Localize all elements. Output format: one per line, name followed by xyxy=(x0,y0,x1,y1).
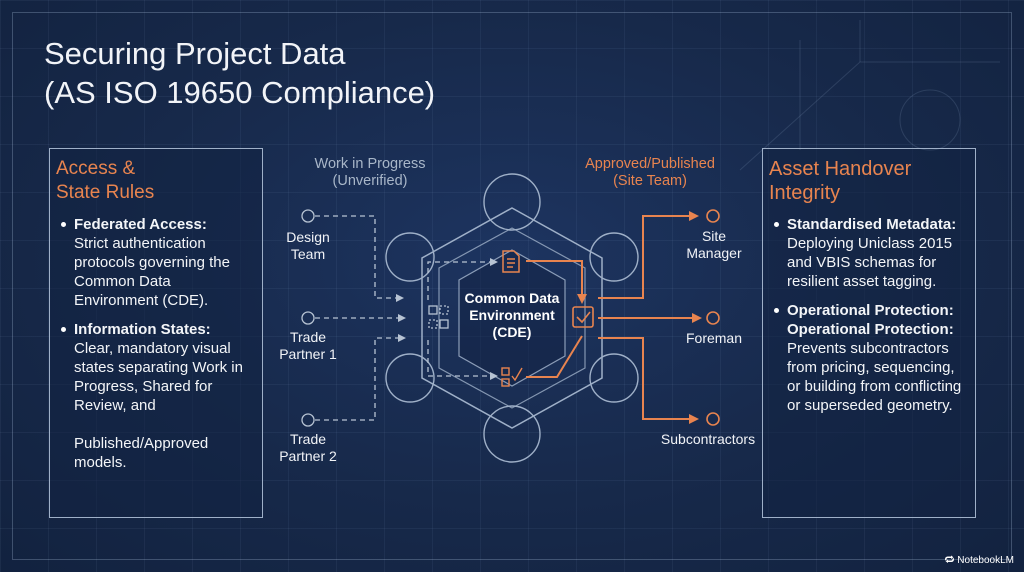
heading-line-2: State Rules xyxy=(56,182,155,203)
brand-icon: 🔁︎ xyxy=(944,555,955,566)
approval-flow xyxy=(526,211,702,424)
trade-partner-2-connector xyxy=(315,334,406,421)
heading-line-1: Access & xyxy=(56,158,136,179)
recipient-label-line-1: Site xyxy=(701,228,727,244)
design-team-node xyxy=(301,209,315,223)
wip-label-line-2: (Unverified) xyxy=(332,173,408,189)
bullet-title: Standardised Metadata: xyxy=(787,216,957,233)
document-icon xyxy=(502,250,520,273)
outer-hexagon xyxy=(421,207,603,429)
vertex-circle xyxy=(385,232,435,282)
to-site-manager-arrow xyxy=(598,211,699,299)
heading-line-1: Asset Handover xyxy=(769,158,912,180)
bullet-federated-access: Federated Access: Strict authentication … xyxy=(61,215,256,310)
published-label: Approved/Published (Site Team) xyxy=(572,156,728,190)
asset-handover-panel: Asset Handover Integrity Standardised Me… xyxy=(762,148,976,518)
source-label-line-2: Partner 1 xyxy=(279,346,337,362)
recipient-foreman: Foreman xyxy=(672,330,756,347)
bullet-text: Strict authentication protocols governin… xyxy=(74,235,230,309)
doc-to-check-arrow xyxy=(526,260,587,304)
source-trade-partner-1: Trade Partner 1 xyxy=(268,329,348,363)
recipient-nodes xyxy=(706,209,720,426)
foreman-node xyxy=(706,311,720,325)
published-label-line-2: (Site Team) xyxy=(613,173,687,189)
source-label-line-1: Design xyxy=(286,229,330,245)
site-manager-node xyxy=(706,209,720,223)
bullet-information-states: Information States: Clear, mandatory vis… xyxy=(61,320,256,472)
source-label-line-1: Trade xyxy=(289,329,327,345)
bullet-title-repeat: Operational Protection: xyxy=(787,321,954,338)
cde-label: Common Data Environment (CDE) xyxy=(452,290,572,341)
bullet-text: Deploying Uniclass 2015 and VBIS schemas… xyxy=(787,235,953,290)
vertex-circle xyxy=(385,353,435,403)
cde-label-line-1: Common Data xyxy=(464,290,560,306)
recipient-label-line-1: Subcontractors xyxy=(660,431,756,447)
bullet-standardised-metadata: Standardised Metadata: Deploying Uniclas… xyxy=(774,215,969,291)
published-label-line-1: Approved/Published xyxy=(585,156,715,172)
vertex-circle xyxy=(589,232,639,282)
heading-line-2: Integrity xyxy=(769,182,841,204)
panel-heading: Asset Handover Integrity xyxy=(769,157,975,205)
brand-name: NotebookLM xyxy=(957,555,1014,566)
inner-dashed-to-checklist xyxy=(427,340,498,380)
recipient-label-line-2: Manager xyxy=(686,245,742,261)
trade-partner-1-node xyxy=(301,311,315,325)
title-line-1: Securing Project Data xyxy=(44,36,346,71)
to-subcontractors-arrow xyxy=(598,337,699,424)
bullet-text-continued: Published/Approved models. xyxy=(74,435,209,471)
trade-partner-2-node xyxy=(301,413,315,427)
vertex-circle xyxy=(483,405,541,463)
checklist-icon xyxy=(501,367,523,387)
cde-label-line-3: (CDE) xyxy=(492,324,532,340)
bullet-title: Operational Protection: xyxy=(787,302,954,319)
bullet-text: Clear, mandatory visual states separatin… xyxy=(74,340,243,414)
subcontractors-node xyxy=(706,412,720,426)
bullet-operational-protection: Operational Protection: Operational Prot… xyxy=(774,301,969,415)
middle-hexagon xyxy=(438,227,586,409)
title-line-2: (AS ISO 19650 Compliance) xyxy=(44,75,436,110)
background-line-art xyxy=(739,20,1000,171)
design-team-connector xyxy=(315,215,404,302)
brand-watermark: 🔁︎ NotebookLM xyxy=(945,552,1014,567)
checkbox-icon xyxy=(572,306,594,328)
wip-label: Work in Progress (Unverified) xyxy=(300,156,440,190)
vertex-circle xyxy=(589,353,639,403)
checklist-to-check-arrow xyxy=(526,335,583,378)
recipient-subcontractors: Subcontractors xyxy=(652,431,764,448)
source-label-line-2: Team xyxy=(290,246,326,262)
source-design-team: Design Team xyxy=(268,229,348,263)
recipient-label-line-1: Foreman xyxy=(685,330,743,346)
source-trade-partner-2: Trade Partner 2 xyxy=(268,431,348,465)
cde-label-line-2: Environment xyxy=(469,307,555,323)
bullet-text: Prevents subcontractors from pricing, se… xyxy=(787,340,962,414)
bullet-title: Information States: xyxy=(74,321,211,338)
recipient-site-manager: Site Manager xyxy=(672,228,756,262)
inner-hexagon xyxy=(458,249,566,387)
bullet-title: Federated Access: xyxy=(74,216,207,233)
access-state-rules-panel: Access & State Rules Federated Access: S… xyxy=(49,148,263,518)
slide-title: Securing Project Data (AS ISO 19650 Comp… xyxy=(44,34,604,112)
input-connectors xyxy=(301,209,498,427)
vertex-circle xyxy=(483,173,541,231)
panel-heading: Access & State Rules xyxy=(56,157,262,205)
wip-label-line-1: Work in Progress xyxy=(314,156,426,172)
vertex-circles xyxy=(385,173,639,463)
source-label-line-1: Trade xyxy=(289,431,327,447)
inner-dashed-to-doc xyxy=(427,258,498,300)
grid-blocks-icon xyxy=(428,305,449,329)
source-label-line-2: Partner 2 xyxy=(279,448,337,464)
slide-frame xyxy=(12,12,1012,560)
